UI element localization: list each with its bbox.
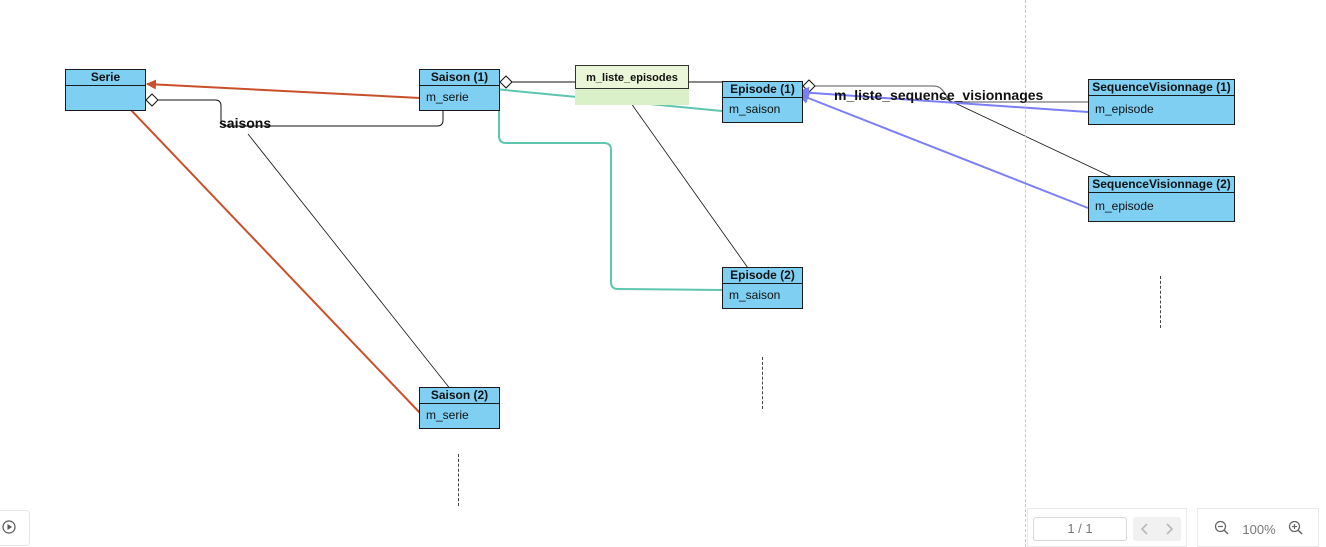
ref-arrow-episode2-saison1 <box>486 87 723 291</box>
class-title: Saison (1) <box>420 70 499 86</box>
element-link-seqvis2 <box>939 95 1113 178</box>
class-saison-1[interactable]: Saison (1) m_serie <box>419 69 500 111</box>
class-attribute: m_episode <box>1095 199 1154 213</box>
class-sequence-visionnage-2[interactable]: SequenceVisionnage (2) m_episode <box>1088 176 1235 222</box>
class-episode-2[interactable]: Episode (2) m_saison <box>722 267 803 309</box>
play-button[interactable] <box>0 510 30 546</box>
continuation-marker-sequences <box>1160 276 1161 328</box>
class-attribute: m_serie <box>426 408 469 422</box>
aggregation-diamond-episode1 <box>802 79 816 93</box>
class-title: SequenceVisionnage (1) <box>1089 80 1234 96</box>
previous-page-button[interactable] <box>1133 517 1157 541</box>
continuation-marker-episodes <box>762 357 763 409</box>
class-title: SequenceVisionnage (2) <box>1089 177 1234 193</box>
element-link-saison2 <box>247 133 460 401</box>
class-title: Episode (1) <box>723 82 802 98</box>
ref-arrow-saison2-serie <box>109 87 421 414</box>
chevron-left-icon <box>1140 523 1148 535</box>
class-attribute: m_episode <box>1095 102 1154 116</box>
class-title: Serie <box>66 70 145 86</box>
page-nav-group <box>1133 517 1181 541</box>
ref-arrow-seqvis1-episode1 <box>797 86 1089 113</box>
pagination-bar: 1 / 1 <box>1027 508 1187 547</box>
next-page-button[interactable] <box>1157 517 1181 541</box>
class-title: Episode (2) <box>723 268 802 284</box>
class-attribute: m_saison <box>729 288 781 302</box>
zoom-level: 100% <box>1242 522 1276 537</box>
class-serie[interactable]: Serie <box>65 69 146 111</box>
page-indicator[interactable]: 1 / 1 <box>1033 517 1127 541</box>
aggregation-diamond-serie <box>145 93 159 107</box>
zoom-in-icon <box>1288 520 1303 535</box>
class-episode-1[interactable]: Episode (1) m_saison <box>722 81 803 123</box>
zoom-in-button[interactable] <box>1287 519 1305 537</box>
chevron-right-icon <box>1166 523 1174 535</box>
container-link-sequences <box>810 85 1088 103</box>
page-boundary-line <box>1025 0 1026 547</box>
continuation-marker-saisons <box>458 454 459 506</box>
ref-arrow-seqvis2-episode1 <box>797 92 1089 209</box>
zoom-out-icon <box>1214 520 1229 535</box>
element-link-episode2 <box>615 81 749 269</box>
m-liste-episodes-label: m_liste_episodes <box>575 65 689 89</box>
play-icon <box>2 520 16 534</box>
zoom-bar: 100% <box>1197 508 1319 547</box>
class-attribute: m_saison <box>729 102 781 116</box>
ref-arrow-saison1-serie <box>146 79 421 99</box>
class-attribute: m_serie <box>426 90 469 104</box>
class-saison-2[interactable]: Saison (2) m_serie <box>419 387 500 429</box>
zoom-out-button[interactable] <box>1213 519 1231 537</box>
class-title: Saison (2) <box>420 388 499 404</box>
m-liste-sequence-visionnages-label: m_liste_sequence_visionnages <box>834 87 1044 103</box>
class-sequence-visionnage-1[interactable]: SequenceVisionnage (1) m_episode <box>1088 79 1235 125</box>
aggregation-diamond-saison1 <box>499 75 513 89</box>
container-link-saisons <box>153 75 444 127</box>
saisons-label: saisons <box>219 115 272 131</box>
m-liste-episodes-container[interactable]: m_liste_episodes <box>575 65 689 105</box>
